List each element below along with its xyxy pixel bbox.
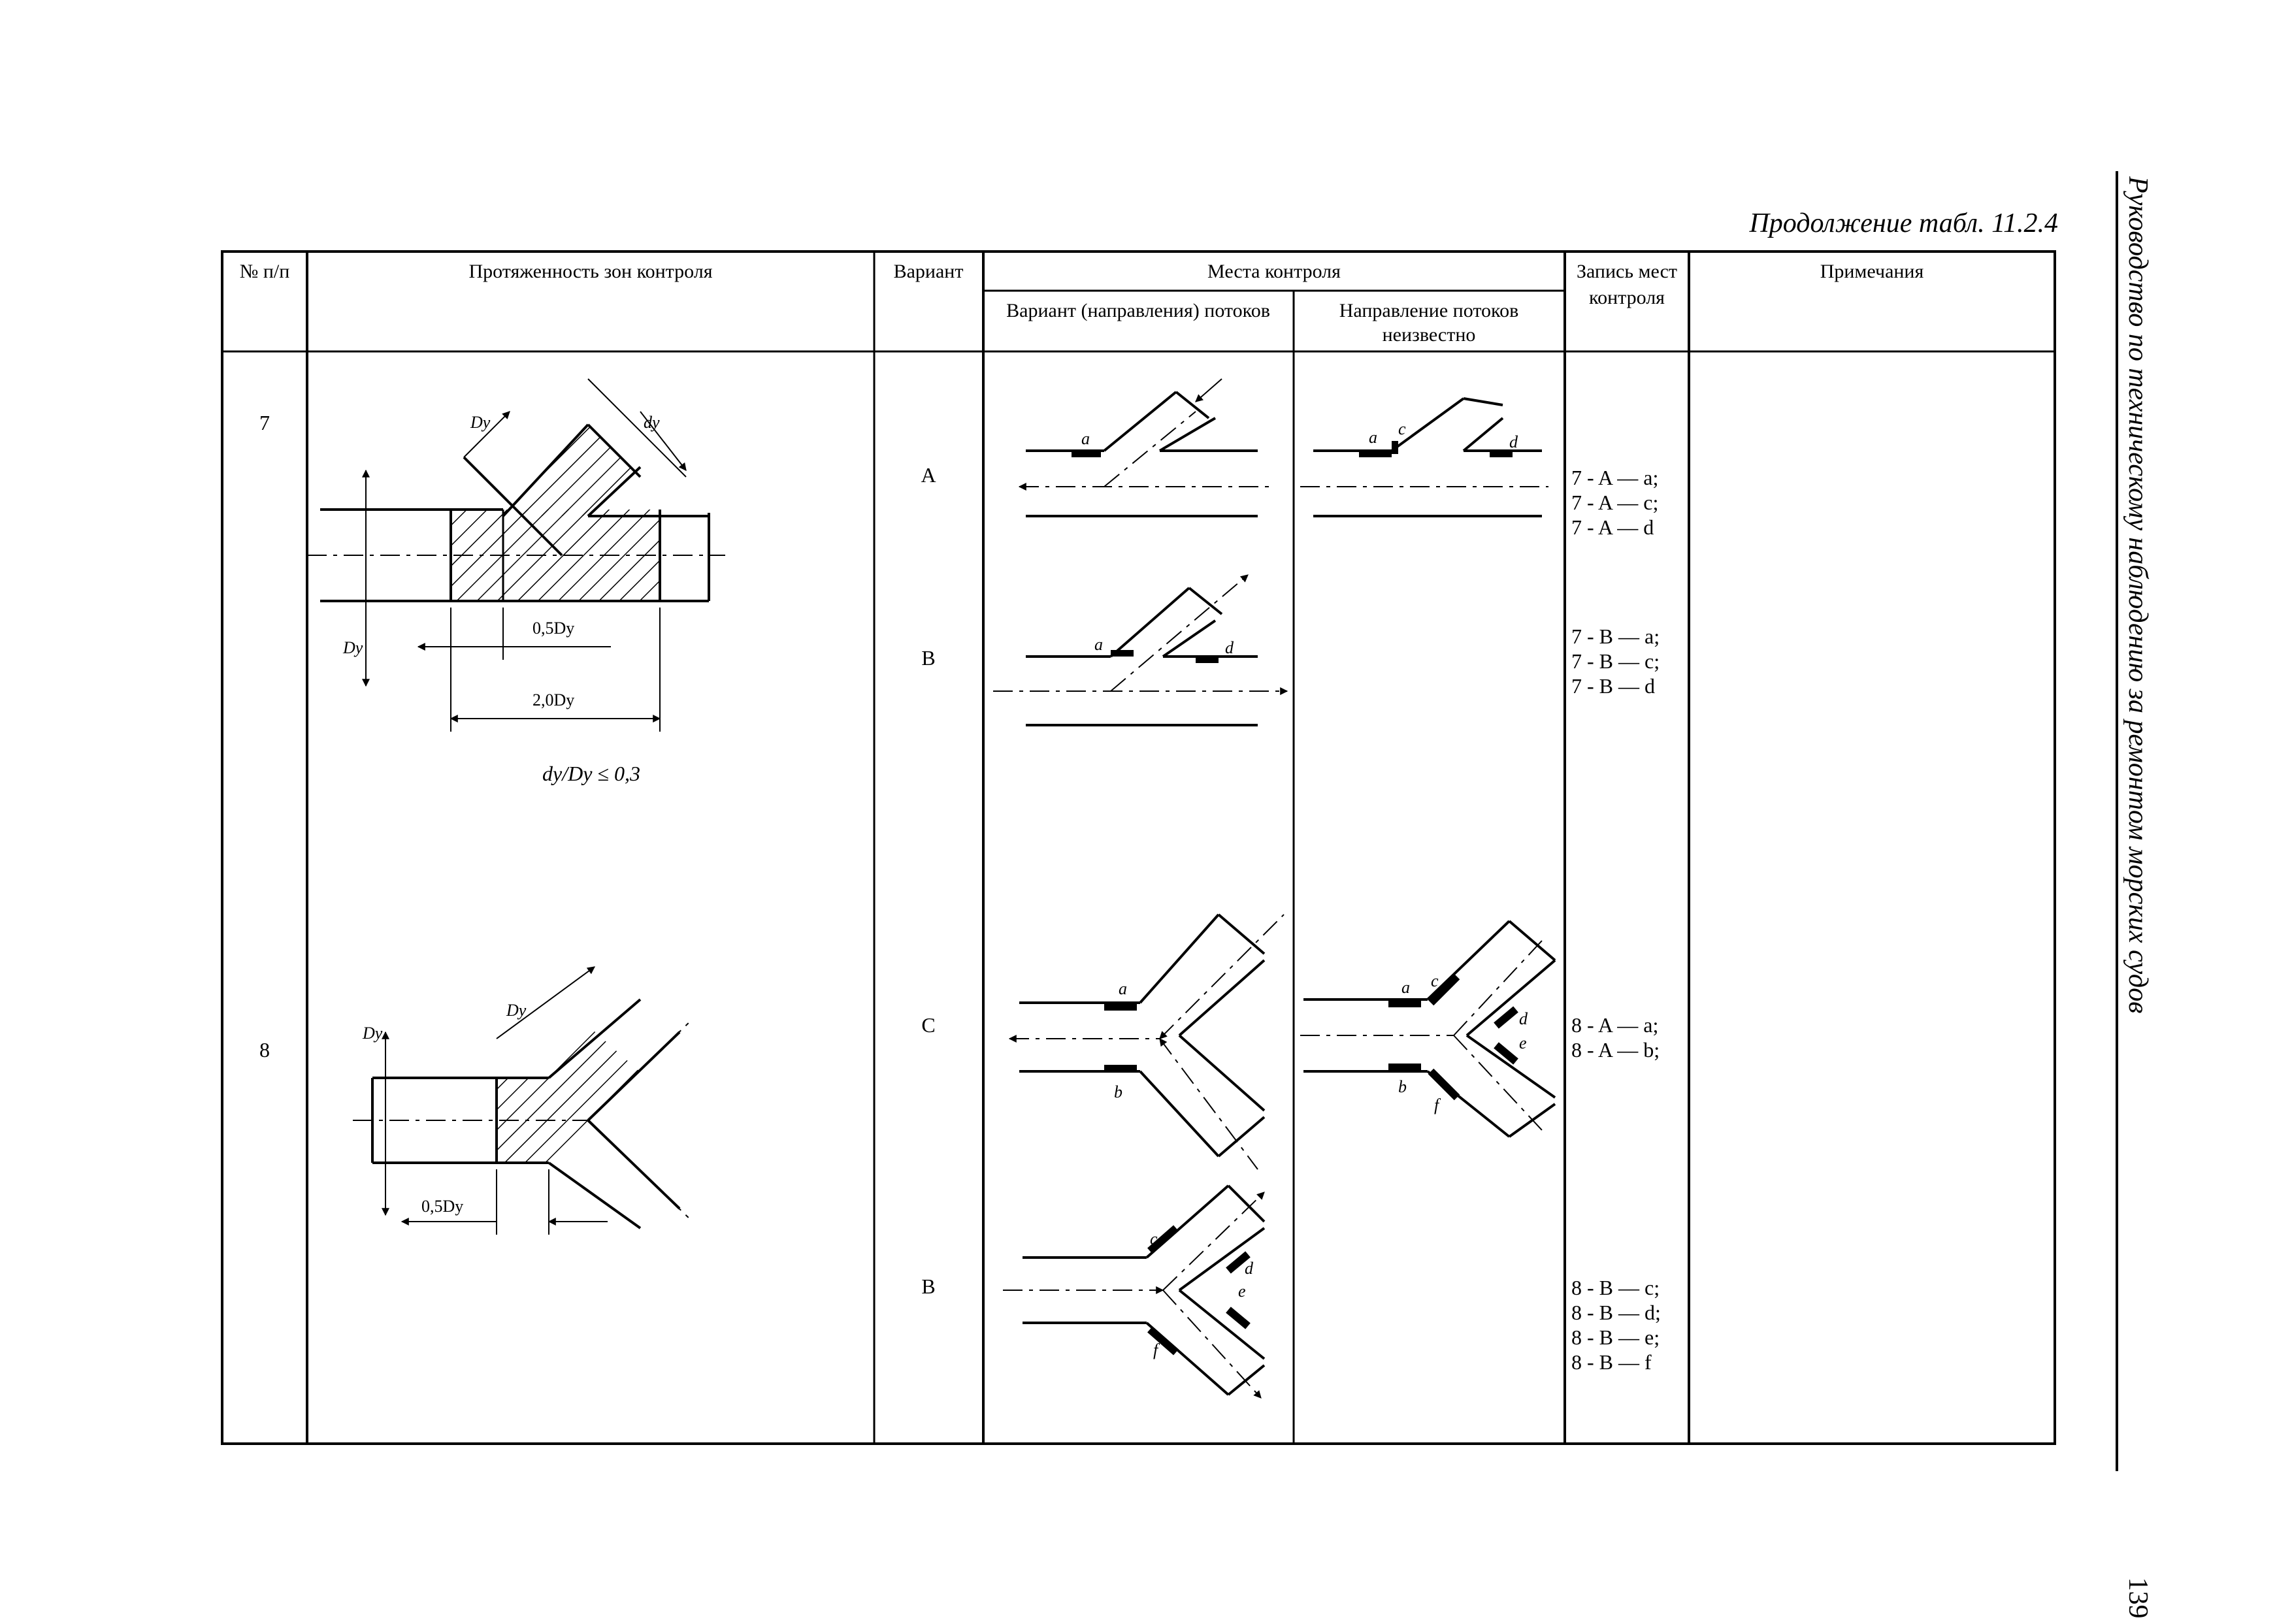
svg-text:7 - B — c;: 7 - B — c; bbox=[1571, 649, 1660, 673]
diagram-7a-known bbox=[1018, 378, 1271, 517]
label-a: a bbox=[1401, 978, 1410, 997]
row-7-formula: dy/Dy ≤ 0,3 bbox=[542, 762, 640, 785]
records-8b: 8 - B — c; 8 - B — d; 8 - B — e; 8 - B —… bbox=[1571, 1276, 1661, 1374]
row-7-variant-a: A bbox=[921, 463, 936, 487]
label-e: e bbox=[1238, 1282, 1246, 1301]
label-b: b bbox=[1398, 1077, 1407, 1096]
dim-7-Dy-top: Dy bbox=[470, 413, 491, 432]
row-8-variant-c: C bbox=[921, 1013, 935, 1037]
dim-7-Dy-left: Dy bbox=[342, 638, 363, 657]
svg-text:8 - B — f: 8 - B — f bbox=[1571, 1350, 1652, 1374]
label-d: d bbox=[1225, 638, 1234, 657]
header-places: Места контроля bbox=[1207, 261, 1341, 282]
running-header: Руководство по техническому наблюдению з… bbox=[2116, 171, 2157, 1619]
diagram-7b-known bbox=[993, 574, 1288, 726]
svg-text:8 - A — b;: 8 - A — b; bbox=[1571, 1038, 1660, 1062]
diagram-8b-known bbox=[1003, 1184, 1266, 1399]
svg-text:7 - A — c;: 7 - A — c; bbox=[1571, 491, 1658, 514]
records-7b: 7 - B — a; 7 - B — c; 7 - B — d bbox=[1571, 625, 1660, 698]
label-f: f bbox=[1153, 1340, 1160, 1359]
header-zones: Протяженность зон контроля bbox=[468, 261, 712, 282]
table-grid bbox=[221, 250, 2056, 1445]
dim-7-half: 0,5Dy bbox=[532, 619, 574, 638]
table-caption: Продолжение табл. 11.2.4 bbox=[1749, 208, 2058, 238]
label-a: a bbox=[1119, 979, 1127, 998]
dim-8-Dy-left: Dy bbox=[362, 1024, 383, 1043]
records-7a: 7 - A — a; 7 - A — c; 7 - A — d bbox=[1571, 466, 1658, 539]
records-8a: 8 - A — a; 8 - A — b; bbox=[1571, 1013, 1660, 1062]
diagram-8c-known bbox=[1008, 913, 1285, 1170]
label-a: a bbox=[1369, 428, 1377, 447]
dim-7-two: 2,0Dy bbox=[532, 690, 574, 709]
svg-text:7 - A — d: 7 - A — d bbox=[1571, 515, 1654, 539]
diagram-7a-unknown bbox=[1300, 397, 1548, 517]
header-num: № п/п bbox=[240, 261, 290, 282]
label-d: d bbox=[1519, 1009, 1528, 1028]
diagram-8c-unknown bbox=[1300, 920, 1556, 1138]
label-a: a bbox=[1081, 429, 1090, 448]
svg-text:7 - A — a;: 7 - A — a; bbox=[1571, 466, 1658, 489]
label-e: e bbox=[1519, 1033, 1527, 1052]
svg-text:7 - B — a;: 7 - B — a; bbox=[1571, 625, 1660, 648]
row-8-num: 8 bbox=[259, 1038, 270, 1062]
svg-text:7 - B — d: 7 - B — d bbox=[1571, 674, 1655, 698]
label-d: d bbox=[1509, 432, 1518, 451]
label-f: f bbox=[1434, 1096, 1441, 1114]
dim-8-Dy-top: Dy bbox=[506, 1001, 527, 1020]
label-b: b bbox=[1114, 1082, 1122, 1101]
header-variant: Вариант bbox=[894, 261, 964, 282]
label-c: c bbox=[1431, 971, 1439, 990]
zone-drawing-7 bbox=[307, 378, 725, 732]
row-8-variant-b: B bbox=[921, 1275, 935, 1298]
label-c: c bbox=[1398, 419, 1406, 438]
svg-text:8 - B — c;: 8 - B — c; bbox=[1571, 1276, 1660, 1299]
svg-text:8 - B — e;: 8 - B — e; bbox=[1571, 1325, 1660, 1349]
label-d: d bbox=[1245, 1259, 1254, 1278]
label-c: c bbox=[1150, 1229, 1158, 1248]
header-places-unknown-2: неизвестно bbox=[1383, 324, 1476, 346]
header-notes: Примечания bbox=[1820, 261, 1924, 282]
row-7-num: 7 bbox=[259, 411, 270, 434]
dim-7-dy: dy bbox=[644, 413, 660, 432]
header-record: Запись мест bbox=[1577, 261, 1677, 282]
label-a: a bbox=[1094, 635, 1103, 654]
svg-text:8 - A — a;: 8 - A — a; bbox=[1571, 1013, 1658, 1037]
header-record-2: контроля bbox=[1589, 287, 1665, 308]
header-places-unknown: Направление потоков bbox=[1339, 300, 1519, 321]
row-7-variant-b: B bbox=[921, 646, 935, 670]
zone-drawing-8 bbox=[353, 966, 693, 1235]
header-places-known: Вариант (направления) потоков bbox=[1006, 300, 1270, 321]
dim-8-half: 0,5Dy bbox=[421, 1197, 463, 1216]
svg-text:8 - B — d;: 8 - B — d; bbox=[1571, 1301, 1661, 1324]
